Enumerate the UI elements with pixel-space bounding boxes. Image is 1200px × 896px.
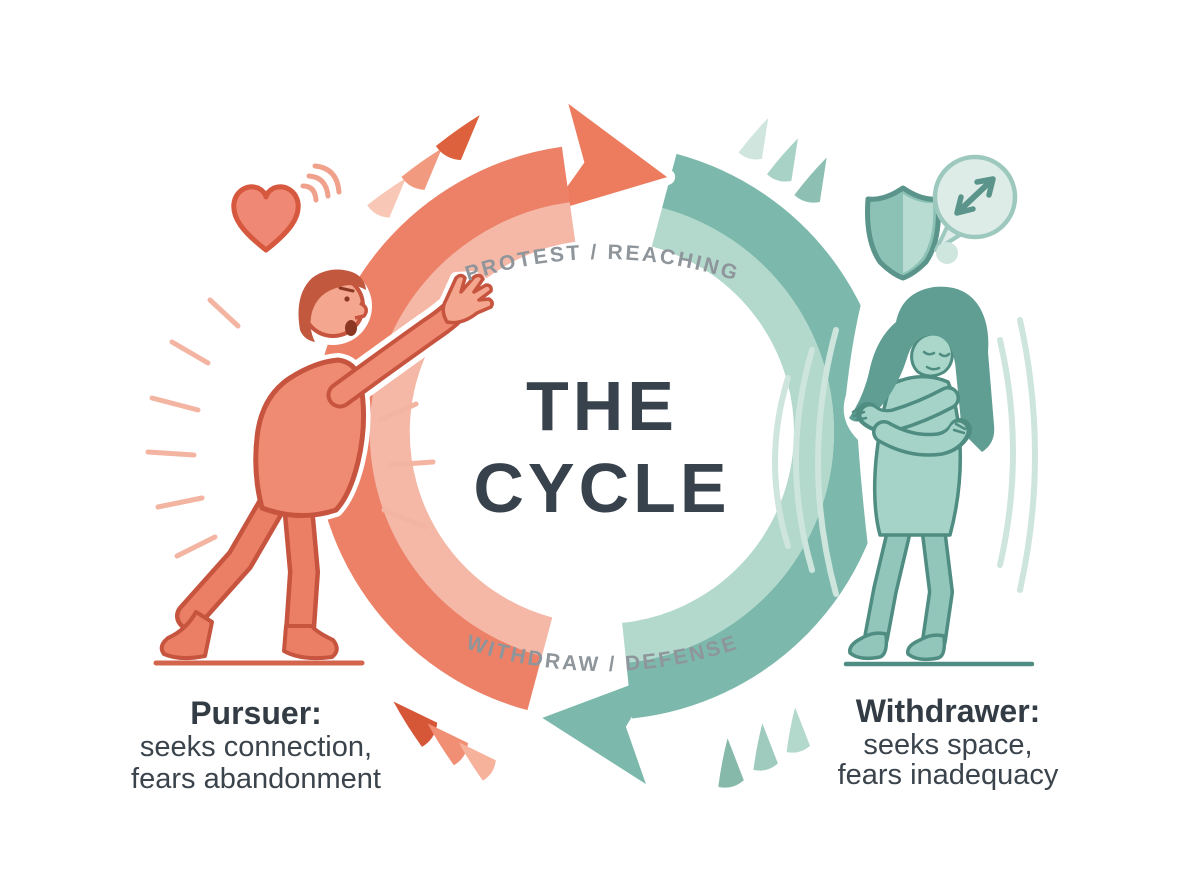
withdrawer-heading: Withdrawer: (856, 693, 1041, 729)
withdrawer-caption: Withdrawer: seeks space, fears inadequac… (838, 693, 1059, 791)
title-line-2: CYCLE (473, 449, 730, 527)
expand-speech-bubble-icon (932, 154, 1018, 264)
coral-arrowhead (541, 95, 676, 221)
signal-waves-icon (300, 163, 342, 203)
cycle-ring (314, 95, 890, 793)
withdrawer-description-2: fears inadequacy (838, 759, 1059, 791)
bubble-dot (936, 242, 958, 264)
pursuer-figure (153, 267, 495, 666)
burst-lines-icon (145, 297, 436, 559)
heart-icon (231, 184, 301, 253)
pursuer-heading: Pursuer: (190, 695, 322, 731)
teal-chevrons-bottom-right (708, 706, 811, 790)
pursuer-description-2: fears abandonment (131, 763, 381, 795)
title-line-1: THE (526, 367, 678, 445)
withdrawer-figure (843, 281, 1035, 690)
pursuer-caption: Pursuer: seeks connection, fears abandon… (131, 695, 381, 795)
vibration-waves-icon (772, 317, 1038, 597)
withdrawer-description-1: seeks space, (863, 729, 1032, 761)
pursuer-description-1: seeks connection, (140, 731, 372, 763)
shield-icon (865, 185, 941, 281)
coral-chevrons-bottom-left (381, 695, 499, 783)
